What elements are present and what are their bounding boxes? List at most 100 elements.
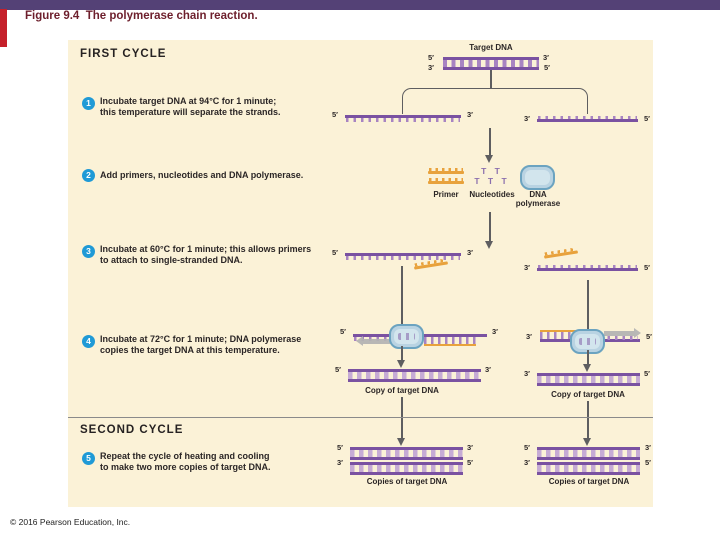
copies-caption-left: Copies of target DNA [366, 477, 448, 486]
copy-dna-left [348, 369, 481, 382]
split-bracket [402, 88, 588, 114]
step-1-badge: 1 [82, 97, 95, 110]
flow-line [587, 401, 589, 438]
end-label-5prime: 5′ [645, 458, 651, 467]
target-dna-label: Target DNA [469, 43, 513, 52]
step-3-text: Incubate at 60°C for 1 minute; this allo… [100, 244, 318, 266]
figure-title: Figure 9.4 The polymerase chain reaction… [25, 10, 258, 22]
end-label-3prime: 3′ [526, 332, 532, 341]
cycle2-dna-left-2 [350, 462, 463, 475]
end-label-3prime: 3′ [485, 365, 491, 374]
second-cycle-heading: SECOND CYCLE [80, 424, 184, 436]
down-arrow-icon [485, 241, 493, 249]
connector-line [490, 70, 492, 88]
end-label-5prime: 5′ [335, 365, 341, 374]
step-2-badge: 2 [82, 169, 95, 182]
copies-caption-right: Copies of target DNA [548, 477, 630, 486]
down-arrow-icon [583, 364, 591, 372]
flow-line [489, 128, 491, 155]
strand-teeth [354, 337, 388, 341]
flow-line [489, 212, 491, 241]
copy-caption-right: Copy of target DNA [551, 390, 625, 399]
red-accent-bar [0, 9, 7, 47]
end-label-3prime: 3′ [524, 458, 530, 467]
end-label-5prime: 5′ [646, 332, 652, 341]
primer-icon [543, 250, 579, 259]
down-arrow-icon [397, 360, 405, 368]
polymerase-label: DNA polymerase [502, 190, 574, 208]
end-label-3prime: 3′ [337, 458, 343, 467]
primer-label: Primer [433, 190, 459, 199]
step-1-text: Incubate target DNA at 94°C for 1 minute… [100, 96, 312, 118]
end-label-3prime: 3′ [524, 114, 530, 123]
end-label-5prime: 5′ [428, 53, 434, 62]
primer-icon [428, 178, 464, 184]
down-arrow-icon [583, 438, 591, 446]
end-label-3prime: 3′ [428, 63, 434, 72]
strand-teeth [600, 336, 638, 340]
end-label-3prime: 3′ [492, 327, 498, 336]
step-1-line1: Incubate target DNA at 94°C for 1 minute… [100, 96, 277, 106]
step-3-line2: to attach to single-stranded DNA. [100, 255, 243, 265]
connector-line [587, 280, 589, 330]
synthesis-direction-arrow-right [604, 328, 641, 338]
end-label-5prime: 5′ [524, 443, 530, 452]
end-label-3prime: 3′ [645, 443, 651, 452]
end-label-5prime: 5′ [337, 443, 343, 452]
step-3-badge: 3 [82, 245, 95, 258]
nucleotide-letters: T T T [474, 176, 510, 186]
end-label-5prime: 5′ [340, 327, 346, 336]
step-4-badge: 4 [82, 335, 95, 348]
end-label-5prime: 5′ [544, 63, 550, 72]
diagram-panel: FIRST CYCLE Target DNA 5′ 3′ 3′ 5′ 1 Inc… [68, 40, 653, 507]
step-3-line1: Incubate at 60°C for 1 minute; this allo… [100, 244, 312, 254]
copyright-text: © 2016 Pearson Education, Inc. [10, 517, 131, 527]
synthesis-direction-arrow-left [356, 336, 393, 346]
end-label-5prime: 5′ [644, 369, 650, 378]
end-label-3prime: 3′ [524, 263, 530, 272]
section-divider [68, 417, 653, 418]
step-4-line2: copies the target DNA at this temperatur… [100, 345, 280, 355]
cycle2-dna-right-2 [537, 462, 640, 475]
cycle2-dna-right-1 [537, 447, 640, 460]
step-4-line1: Incubate at 72°C for 1 minute; DNA polym… [100, 334, 302, 344]
end-label-3prime: 3′ [543, 53, 549, 62]
step-5-text: Repeat the cycle of heating and cooling … [100, 451, 305, 473]
step-2-line1: Add primers, nucleotides and DNA polymer… [100, 170, 304, 180]
end-label-5prime: 5′ [332, 248, 338, 257]
polymerase-label-line2: polymerase [515, 199, 561, 208]
top-bar [0, 0, 720, 10]
cycle2-dna-left-1 [350, 447, 463, 460]
connector-line [401, 266, 403, 332]
template-strand-left [345, 253, 461, 260]
first-cycle-heading: FIRST CYCLE [80, 48, 167, 60]
end-label-5prime: 5′ [332, 110, 338, 119]
nucleotide-letters: T T [481, 166, 503, 176]
polymerase-icon [389, 324, 424, 349]
end-label-3prime: 3′ [467, 443, 473, 452]
nucleotides-label: Nucleotides [469, 190, 515, 199]
step-4-text: Incubate at 72°C for 1 minute; DNA polym… [100, 334, 322, 356]
flow-line [401, 346, 403, 360]
primer-icon [428, 168, 464, 174]
down-arrow-icon [485, 155, 493, 163]
new-strand-segment [424, 337, 476, 346]
step-1-line2: this temperature will separate the stran… [100, 107, 281, 117]
flow-line [587, 350, 589, 364]
dna-through-polymerase [398, 333, 415, 340]
end-label-3prime: 3′ [524, 369, 530, 378]
end-label-3prime: 3′ [467, 110, 473, 119]
separated-strand-left [345, 115, 461, 122]
step-5-badge: 5 [82, 452, 95, 465]
step-5-line1: Repeat the cycle of heating and cooling [100, 451, 270, 461]
new-strand-segment [540, 330, 584, 339]
primer-icon [413, 261, 449, 270]
template-strand-right [537, 264, 638, 271]
step-5-line2: to make two more copies of target DNA. [100, 462, 271, 472]
end-label-3prime: 3′ [467, 248, 473, 257]
dna-through-polymerase [579, 338, 596, 345]
step-2-text: Add primers, nucleotides and DNA polymer… [100, 170, 340, 181]
end-label-5prime: 5′ [467, 458, 473, 467]
separated-strand-right [537, 115, 638, 122]
polymerase-icon [520, 165, 555, 190]
